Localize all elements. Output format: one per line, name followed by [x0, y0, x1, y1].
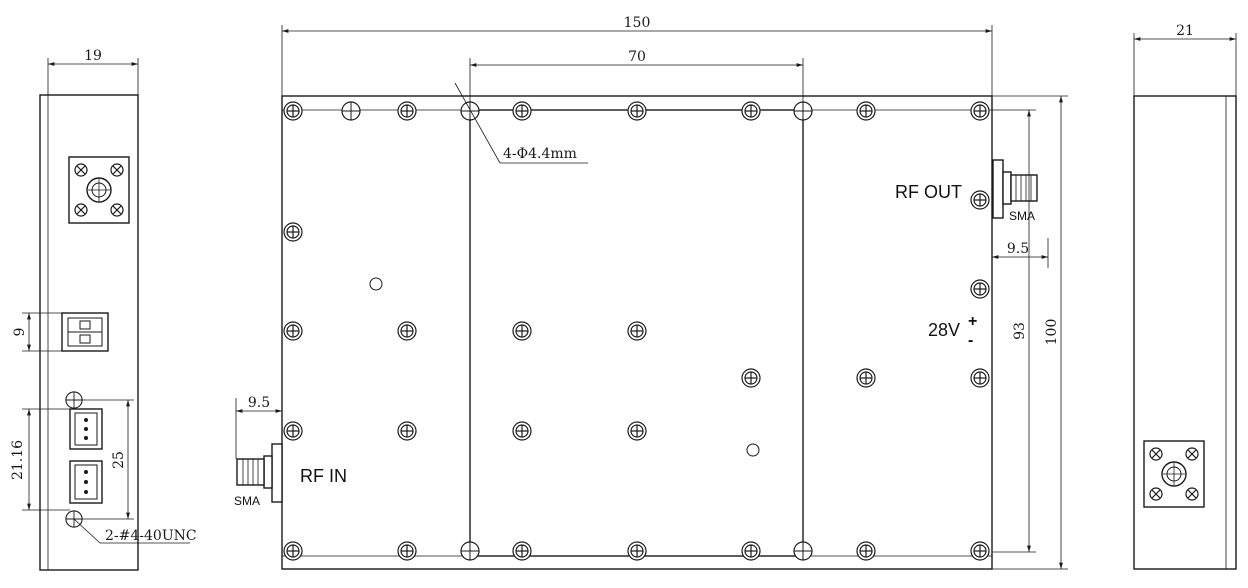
rf-out-label: RF OUT: [895, 182, 962, 202]
callout-threaded-holes: 2-#4-40UNC: [105, 528, 197, 544]
dim-side-left-width: 19: [84, 48, 102, 64]
front-view: 150 70: [234, 15, 1068, 570]
rf-out-connector: [992, 159, 1038, 219]
dim-left-connector-height: 9: [12, 328, 28, 337]
dim-rf-out-offset: 9.5: [1007, 241, 1029, 257]
callout-mount-holes: 4-Φ4.4mm: [503, 146, 577, 162]
right-side-body: [1133, 95, 1237, 570]
dim-side-right-width: 21: [1176, 23, 1194, 39]
polarity-minus: -: [968, 332, 973, 349]
left-sma-flange: [68, 156, 130, 224]
rf-in-label: RF IN: [300, 466, 347, 486]
polarity-plus: +: [968, 313, 977, 330]
dim-left-span: 25: [111, 451, 127, 469]
small-hole: [369, 277, 383, 291]
sma-in-label: SMA: [234, 494, 260, 508]
front-body: [281, 95, 993, 570]
left-signal-connectors: [65, 391, 103, 528]
left-power-connector: [61, 312, 109, 352]
right-sma-flange: [1143, 440, 1205, 508]
left-side-view: 19 9: [10, 48, 197, 571]
voltage-label: 28V: [928, 320, 960, 340]
dim-inner-height: 93: [1012, 322, 1028, 340]
dim-rf-in-offset: 9.5: [248, 395, 270, 411]
right-side-view: 21: [1133, 23, 1237, 570]
small-hole: [746, 443, 760, 457]
front-screws: [283, 101, 990, 561]
dim-outer-height: 100: [1044, 319, 1060, 346]
dim-left-pitch: 21.16: [10, 440, 26, 480]
left-side-body: [39, 94, 139, 571]
rf-in-connector: [236, 443, 283, 503]
dim-front-width: 150: [624, 15, 651, 31]
sma-out-label: SMA: [1009, 209, 1035, 223]
dim-center-width: 70: [628, 49, 646, 65]
